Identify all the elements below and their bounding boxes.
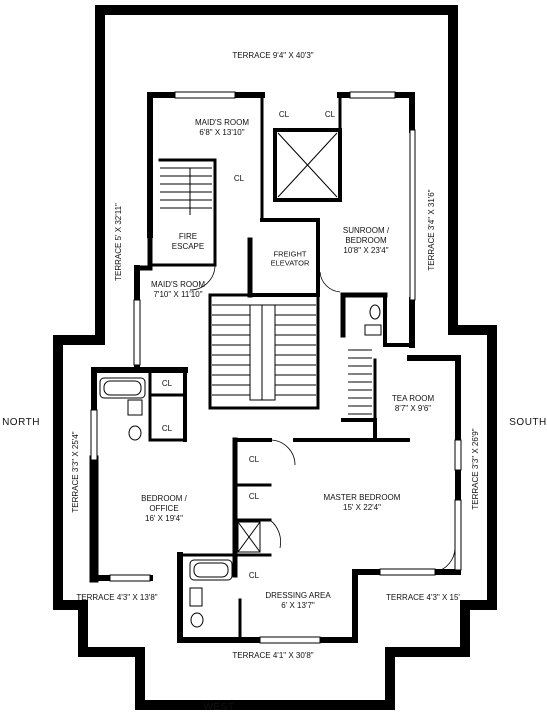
closet-label: CL	[248, 492, 260, 501]
fire-escape-line1: FIRE	[178, 232, 198, 241]
dressing-area-label: DRESSING AREA 6' X 13'7"	[265, 591, 330, 611]
bedroom-office-label: BEDROOM / OFFICE 16' X 19'4"	[141, 494, 187, 524]
sunroom-line2: BEDROOM	[345, 236, 387, 245]
terrace-left-lower-label: TERRACE 3'3" X 25'4"	[71, 431, 80, 513]
master-bedroom-name: MASTER BEDROOM	[323, 493, 401, 502]
building-walls	[89, 92, 461, 643]
dressing-area-name: DRESSING AREA	[265, 591, 331, 600]
freight-elevator-label: FREIGHT ELEVATOR	[271, 250, 310, 269]
tea-room-stair	[348, 349, 372, 415]
maids-room-2-dims: 7'10" X 11'10"	[153, 290, 203, 299]
bedroom-office-dims: 16' X 19'4"	[145, 514, 183, 523]
terrace-top-label: TERRACE 9'4" X 40'3"	[232, 51, 314, 60]
dressing-area-dims: 6' X 13'7"	[281, 601, 315, 610]
maids-room-2-label: MAID'S ROOM 7'10" X 11'10"	[151, 280, 205, 300]
closet-label: CL	[161, 424, 173, 433]
compass-north: NORTH	[2, 416, 40, 428]
maids-room-1-label: MAID'S ROOM 6'8" X 13'10"	[195, 118, 249, 138]
closet-label: CL	[233, 174, 245, 183]
fire-escape-line2: ESCAPE	[171, 242, 205, 251]
outer-parapet	[53, 5, 497, 710]
master-bedroom-dims: 15' X 22'4"	[343, 503, 381, 512]
door-swings	[189, 264, 456, 573]
terrace-right-upper-label: TERRACE 3'4" X 31'6"	[427, 189, 436, 271]
terrace-bottom-right-label: TERRACE 4'3" X 15'	[386, 593, 460, 602]
maids-room-1-name: MAID'S ROOM	[195, 118, 249, 127]
maids-room-1-dims: 6'8" X 13'10"	[199, 128, 245, 137]
bath-fixtures	[99, 304, 382, 628]
closet-label: CL	[324, 110, 336, 119]
tea-room-name: TEA ROOM	[391, 394, 435, 403]
sunroom-line1: SUNROOM /	[342, 226, 390, 235]
closet-box	[237, 521, 261, 553]
master-bedroom-label: MASTER BEDROOM 15' X 22'4"	[324, 493, 401, 513]
elevator-shaft	[277, 132, 338, 198]
tea-room-dims: 8'7" X 9'6"	[394, 404, 432, 413]
fire-escape-label: FIRE ESCAPE	[172, 232, 204, 252]
main-staircase	[212, 304, 316, 401]
windows	[90, 91, 462, 644]
closet-label: CL	[278, 110, 290, 119]
terrace-bottom-label: TERRACE 4'1" X 30'8"	[232, 651, 314, 660]
freight-elevator-line1: FREIGHT	[273, 249, 307, 259]
closet-label: CL	[248, 455, 260, 464]
tea-room-label: TEA ROOM 8'7" X 9'6"	[392, 394, 434, 414]
sunroom-dims: 10'8" X 23'4"	[343, 246, 389, 255]
closet-label: CL	[248, 571, 260, 580]
closet-label: CL	[161, 379, 173, 388]
compass-west: WEST	[203, 701, 235, 713]
compass-south: SOUTH	[509, 416, 547, 428]
bedroom-office-line2: OFFICE	[149, 504, 179, 513]
terrace-bottom-left-label: TERRACE 4'3" X 13'8"	[76, 593, 158, 602]
fire-escape-stair	[160, 167, 212, 215]
sunroom-label: SUNROOM / BEDROOM 10'8" X 23'4"	[343, 226, 389, 256]
terrace-right-lower-label: TERRACE 3'3" X 26'9"	[471, 428, 480, 510]
terrace-left-upper-label: TERRACE 5' X 32'11"	[114, 203, 123, 281]
freight-elevator-line2: ELEVATOR	[270, 259, 310, 268]
bedroom-office-line1: BEDROOM /	[141, 494, 187, 503]
maids-room-2-name: MAID'S ROOM	[151, 280, 205, 289]
